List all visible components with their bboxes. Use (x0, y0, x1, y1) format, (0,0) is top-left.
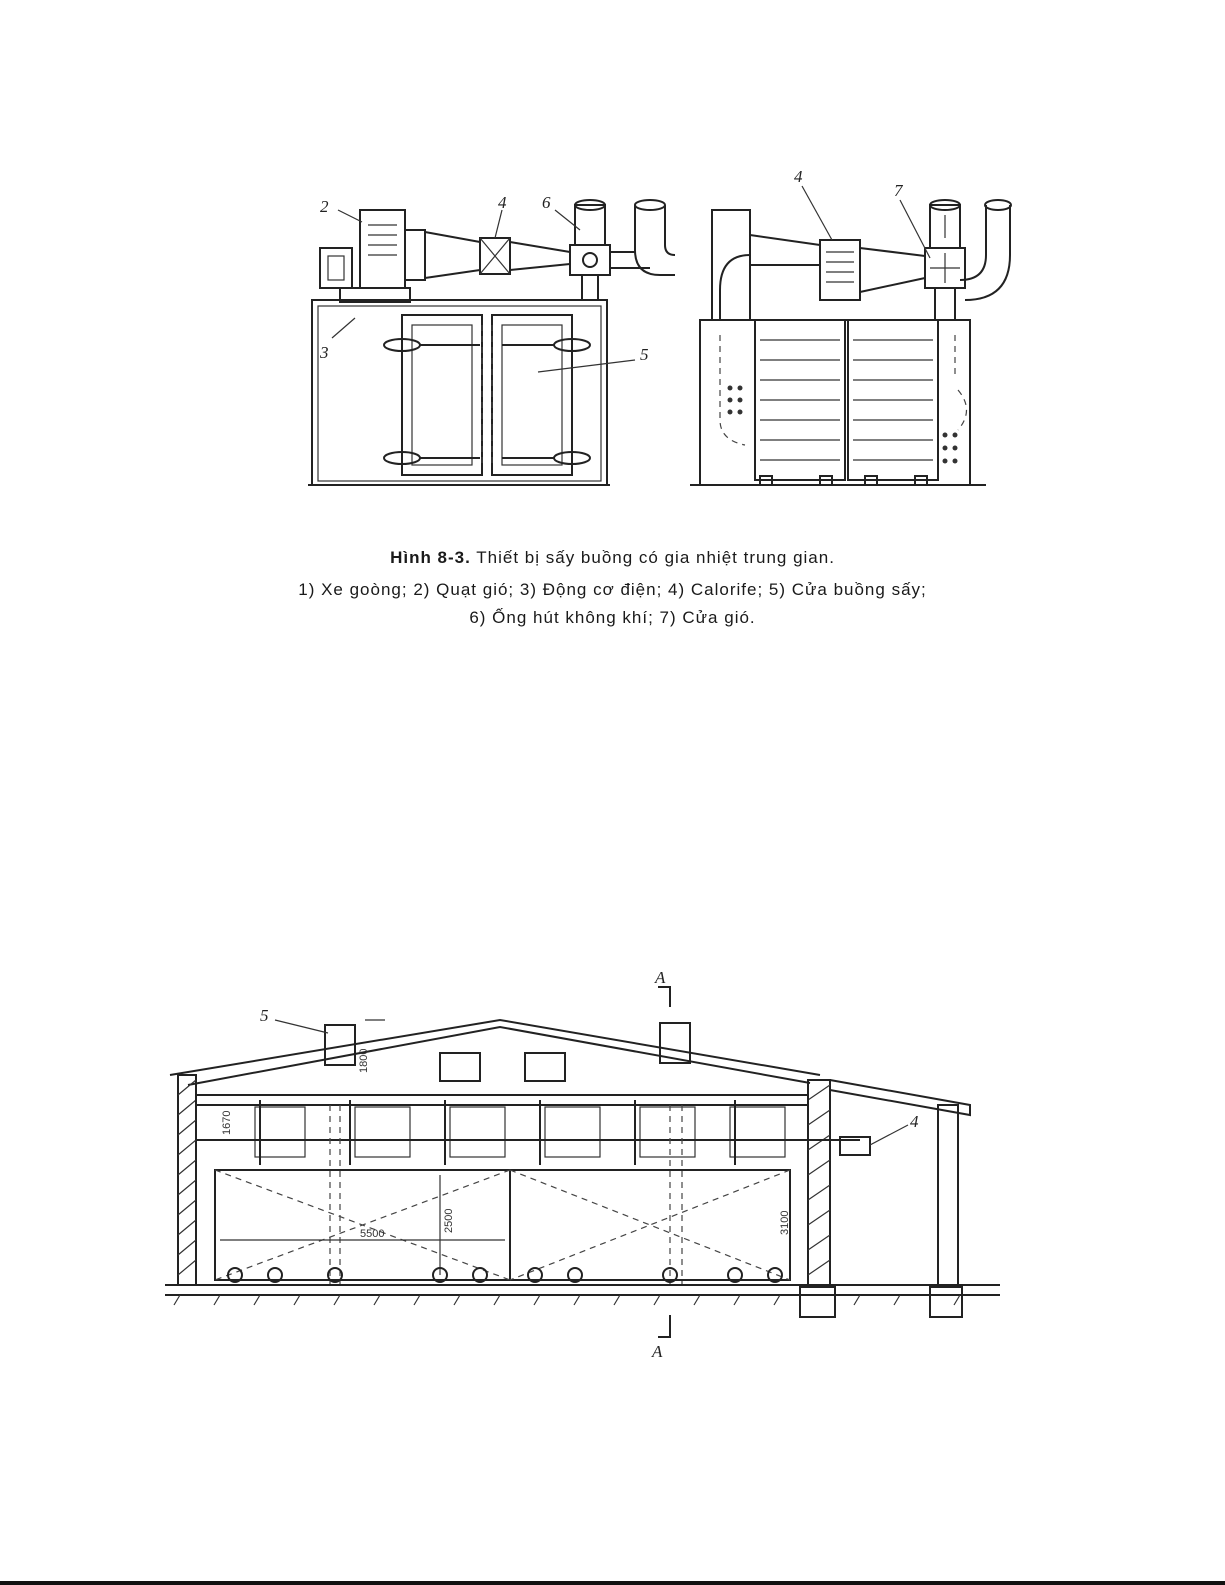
dim-1800: 1800 (358, 1049, 370, 1073)
figure-caption-line2: 1) Xe goòng; 2) Quạt gió; 3) Động cơ điệ… (0, 580, 1225, 600)
figure-caption-line1: Hình 8-3. Thiết bị sấy buồng có gia nhiệ… (0, 548, 1225, 568)
figure-bottom: 1800 (160, 965, 1005, 1365)
figure-number: Hình 8-3. (390, 548, 471, 567)
left-view: 2 3 4 6 5 (308, 193, 675, 485)
bottom-rule (0, 1581, 1225, 1585)
label-3: 3 (319, 343, 329, 362)
section-mark-bottom: A (651, 1342, 663, 1361)
label-2: 2 (320, 197, 329, 216)
dim-2500: 2500 (443, 1209, 455, 1233)
right-view: 4 7 (690, 167, 1011, 485)
figure-top-drawing: 2 3 4 6 5 (280, 160, 1020, 500)
figure-caption-line3: 6) Ống hút không khí; 7) Cửa gió. (0, 608, 1225, 628)
label-7: 7 (894, 181, 904, 200)
figure-title: Thiết bị sấy buồng có gia nhiệt trung gi… (476, 548, 835, 567)
section-mark-top: A (654, 968, 666, 987)
figure-bottom-drawing: 1800 (160, 965, 1005, 1365)
label-6: 6 (542, 193, 551, 212)
dim-5500: 5500 (360, 1228, 384, 1240)
dim-3100: 3100 (779, 1211, 791, 1235)
figure-top: 2 3 4 6 5 (280, 160, 1020, 500)
label-5-bottom: 5 (260, 1006, 269, 1025)
label-4a: 4 (498, 193, 507, 212)
label-4-bottom: 4 (910, 1112, 919, 1131)
dim-1670: 1670 (221, 1111, 233, 1135)
label-4b: 4 (794, 167, 803, 186)
label-5: 5 (640, 345, 649, 364)
